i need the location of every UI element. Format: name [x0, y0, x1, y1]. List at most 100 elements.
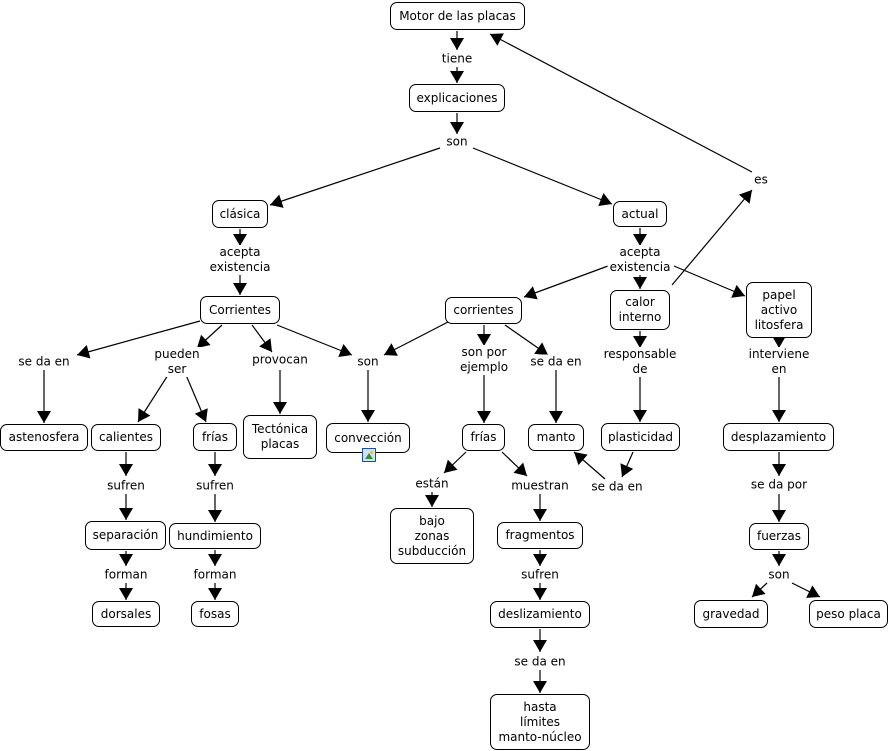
- arrowhead-icon: [513, 462, 527, 476]
- link-es[interactable]: es: [752, 172, 770, 188]
- concept-desplazamiento[interactable]: desplazamiento: [723, 423, 834, 451]
- concept-calientes[interactable]: calientes: [91, 424, 161, 451]
- link-muestran[interactable]: muestran: [509, 478, 571, 494]
- link-estan[interactable]: están: [413, 476, 451, 492]
- arrowhead-icon: [138, 408, 151, 422]
- arrowhead-icon: [533, 509, 547, 521]
- connection-line: [671, 189, 753, 286]
- link-se-da-en-deslizamiento[interactable]: se da en: [512, 654, 568, 670]
- arrowhead-icon: [259, 338, 272, 352]
- concept-motor-de-las-placas[interactable]: Motor de las placas: [390, 2, 525, 30]
- concept-clasica[interactable]: clásica: [212, 200, 268, 228]
- arrowhead-icon: [37, 411, 51, 423]
- concept-deslizamiento[interactable]: deslizamiento: [490, 601, 590, 628]
- connection-line: [269, 147, 441, 206]
- concept-bajo-zonas-subduccion[interactable]: bajo zonas subducción: [390, 508, 474, 564]
- arrowhead-icon: [119, 554, 133, 566]
- connection-line: [276, 324, 353, 356]
- arrowhead-icon: [119, 464, 133, 476]
- arrowhead-icon: [208, 588, 222, 600]
- link-sufren-fragmentos[interactable]: sufren: [519, 567, 561, 583]
- arrowhead-icon: [425, 495, 439, 507]
- arrowhead-icon: [633, 277, 647, 289]
- concept-frias-actual[interactable]: frías: [462, 424, 505, 451]
- connection-line: [523, 265, 609, 298]
- concept-corrientes-actual[interactable]: corrientes: [445, 297, 522, 324]
- arrowhead-icon: [533, 640, 547, 652]
- arrowhead-icon: [450, 71, 464, 83]
- arrowhead-icon: [119, 508, 133, 520]
- link-son-por-ejemplo[interactable]: son por ejemplo: [457, 345, 511, 375]
- arrowhead-icon: [533, 681, 547, 693]
- connection-line: [383, 321, 449, 356]
- arrowhead-icon: [270, 194, 284, 208]
- concept-fosas[interactable]: fosas: [191, 601, 239, 627]
- arrowhead-icon: [752, 583, 766, 597]
- link-acepta-existencia-actual[interactable]: acepta existencia: [607, 245, 673, 275]
- arrowhead-icon: [361, 410, 375, 422]
- link-provocan[interactable]: provocan: [250, 352, 310, 368]
- link-se-da-por[interactable]: se da por: [748, 477, 810, 493]
- concept-plasticidad[interactable]: plasticidad: [601, 423, 680, 451]
- arrowhead-icon: [534, 342, 548, 355]
- arrowhead-icon: [384, 343, 398, 356]
- concept-hundimiento[interactable]: hundimiento: [169, 523, 261, 549]
- arrowhead-icon: [772, 554, 786, 566]
- link-forman-hundimiento[interactable]: forman: [191, 567, 239, 583]
- link-se-da-en-clasica[interactable]: se da en: [16, 354, 72, 370]
- concept-frias-clasica[interactable]: frías: [193, 423, 237, 451]
- concept-manto[interactable]: manto: [528, 424, 584, 451]
- arrowhead-icon: [208, 464, 222, 476]
- arrowhead-icon: [533, 554, 547, 566]
- connection-line: [472, 147, 613, 205]
- arrowhead-icon: [738, 190, 752, 204]
- link-sufren-frias[interactable]: sufren: [194, 478, 236, 494]
- link-se-da-en-actual[interactable]: se da en: [528, 354, 584, 370]
- concept-papel-activo-litosfera[interactable]: papel activo litosfera: [746, 282, 812, 338]
- link-tiene[interactable]: tiene: [439, 51, 475, 67]
- arrowhead-icon: [194, 408, 208, 422]
- concept-separacion[interactable]: separación: [85, 521, 166, 550]
- arrowhead-icon: [208, 554, 222, 566]
- link-son[interactable]: son: [444, 134, 470, 150]
- concept-tectonica-placas[interactable]: Tectónica placas: [243, 415, 317, 459]
- arrowhead-icon: [444, 459, 458, 473]
- arrowhead-icon: [524, 286, 538, 300]
- link-son-conveccion[interactable]: son: [355, 354, 381, 370]
- link-se-da-en-plasticidad[interactable]: se da en: [589, 479, 645, 495]
- concept-fuerzas[interactable]: fuerzas: [749, 523, 809, 550]
- concept-hasta-limites-manto-nucleo[interactable]: hasta límites manto-núcleo: [490, 694, 590, 750]
- concept-peso-placa[interactable]: peso placa: [809, 600, 888, 628]
- link-interviene-en[interactable]: interviene en: [746, 347, 812, 377]
- link-sufren-calientes[interactable]: sufren: [105, 478, 147, 494]
- concept-gravedad[interactable]: gravedad: [694, 600, 768, 628]
- arrowhead-icon: [338, 344, 352, 358]
- concept-dorsales[interactable]: dorsales: [92, 601, 160, 627]
- arrowhead-icon: [197, 334, 211, 348]
- concept-explicaciones[interactable]: explicaciones: [409, 84, 505, 112]
- arrowhead-icon: [233, 283, 247, 295]
- arrowhead-icon: [598, 193, 612, 207]
- link-son-fuerzas[interactable]: son: [766, 567, 792, 583]
- arrowhead-icon: [633, 234, 647, 246]
- image-resource-icon[interactable]: [362, 448, 376, 462]
- arrowhead-icon: [533, 588, 547, 600]
- connection-line: [489, 33, 753, 173]
- link-responsable-de[interactable]: responsable de: [601, 347, 679, 377]
- arrowhead-icon: [806, 585, 820, 598]
- arrowhead-icon: [450, 38, 464, 50]
- arrowhead-icon: [233, 234, 247, 246]
- concept-actual[interactable]: actual: [613, 201, 667, 227]
- link-forman-separacion[interactable]: forman: [102, 567, 150, 583]
- arrowhead-icon: [208, 510, 222, 522]
- arrowhead-icon: [772, 464, 786, 476]
- link-acepta-existencia-clasica[interactable]: acepta existencia: [207, 245, 273, 275]
- concept-fragmentos[interactable]: fragmentos: [497, 522, 583, 549]
- concept-calor-interno[interactable]: calor interno: [610, 290, 670, 330]
- concept-corrientes-clasica[interactable]: Corrientes: [200, 296, 280, 324]
- arrowhead-icon: [633, 336, 647, 348]
- connection-line: [673, 265, 746, 297]
- link-pueden-ser[interactable]: pueden ser: [152, 347, 202, 377]
- concept-astenosfera[interactable]: astenosfera: [0, 424, 88, 451]
- arrowhead-icon: [574, 452, 588, 466]
